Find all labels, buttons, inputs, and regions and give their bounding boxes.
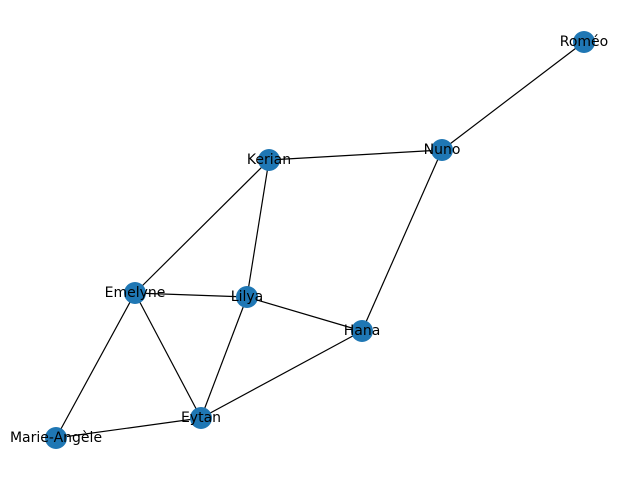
edge-hana-eytan — [200, 330, 363, 419]
edge-layer — [55, 41, 585, 439]
node-romeo — [573, 31, 595, 53]
node-label-lilya: Lilya — [231, 289, 263, 305]
edge-nuno-kerian — [268, 149, 443, 161]
node-label-emelyne: Emelyne — [105, 285, 166, 301]
edge-lilya-eytan — [200, 296, 248, 419]
node-label-hana: Hana — [344, 323, 381, 339]
node-label-marie: Marie-Angèle — [10, 430, 102, 446]
node-eytan — [190, 407, 212, 429]
node-lilya — [236, 286, 258, 308]
edge-emelyne-marie — [55, 292, 136, 439]
node-label-eytan: Eytan — [181, 410, 221, 426]
edge-kerian-emelyne — [134, 159, 270, 294]
node-label-kerian: Kerian — [247, 152, 291, 168]
node-nuno — [431, 139, 453, 161]
node-marie — [45, 427, 67, 449]
node-layer — [45, 31, 595, 449]
edge-emelyne-lilya — [134, 292, 248, 298]
node-label-nuno: Nuno — [424, 142, 461, 158]
edge-eytan-marie — [55, 417, 202, 439]
node-emelyne — [124, 282, 146, 304]
edge-nuno-hana — [361, 149, 443, 332]
edge-kerian-lilya — [246, 159, 270, 298]
edge-lilya-hana — [246, 296, 363, 332]
node-hana — [351, 320, 373, 342]
edge-romeo-nuno — [441, 41, 585, 151]
edge-emelyne-eytan — [134, 292, 202, 419]
node-kerian — [258, 149, 280, 171]
node-label-romeo: Roméo — [560, 34, 608, 50]
